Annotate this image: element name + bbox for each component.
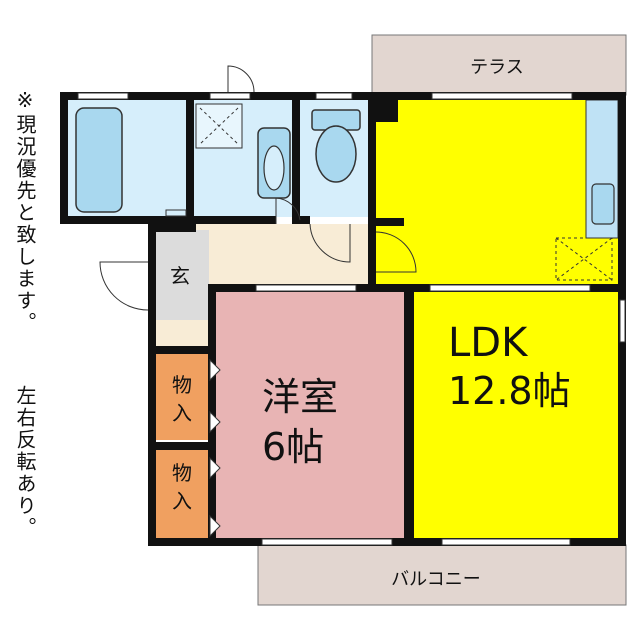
storage1-label-a: 物 — [172, 373, 192, 397]
ldk-label-a: LDK — [448, 320, 529, 366]
washer-pan-cross — [199, 107, 239, 145]
note-current-condition: ※現況優先と致します。 — [13, 88, 37, 334]
storage-2 — [155, 450, 209, 538]
storage-1 — [155, 354, 209, 440]
kitchen-sink-icon — [591, 183, 615, 225]
ldk-label-b: 12.8帖 — [448, 369, 571, 413]
toilet-bowl-icon — [315, 125, 357, 183]
note-mirror: 左右反転あり。 — [13, 385, 37, 539]
bathtub-icon — [75, 107, 123, 213]
ldk-room — [412, 290, 622, 540]
entrance-area — [155, 230, 209, 320]
basin-icon — [263, 145, 285, 191]
western-room-label-b: 6帖 — [262, 425, 324, 469]
hallway — [194, 224, 372, 286]
western-room-label-a: 洋室 — [262, 375, 338, 419]
terrace-area — [371, 34, 627, 96]
storage1-label-b: 入 — [172, 401, 192, 425]
closet-doors — [209, 358, 221, 538]
kitchen-area — [374, 97, 622, 285]
entrance-label: 玄 — [170, 264, 190, 288]
balcony-area — [257, 544, 627, 606]
storage2-label-a: 物 — [172, 461, 192, 485]
terrace-label: テラス — [470, 57, 524, 78]
windows — [77, 92, 626, 546]
fridge-space — [555, 237, 613, 281]
doors — [99, 65, 417, 311]
balcony-label: バルコニー — [391, 569, 481, 590]
western-room — [212, 290, 408, 540]
hall-floor — [155, 320, 209, 346]
storage2-label-b: 入 — [172, 489, 192, 513]
